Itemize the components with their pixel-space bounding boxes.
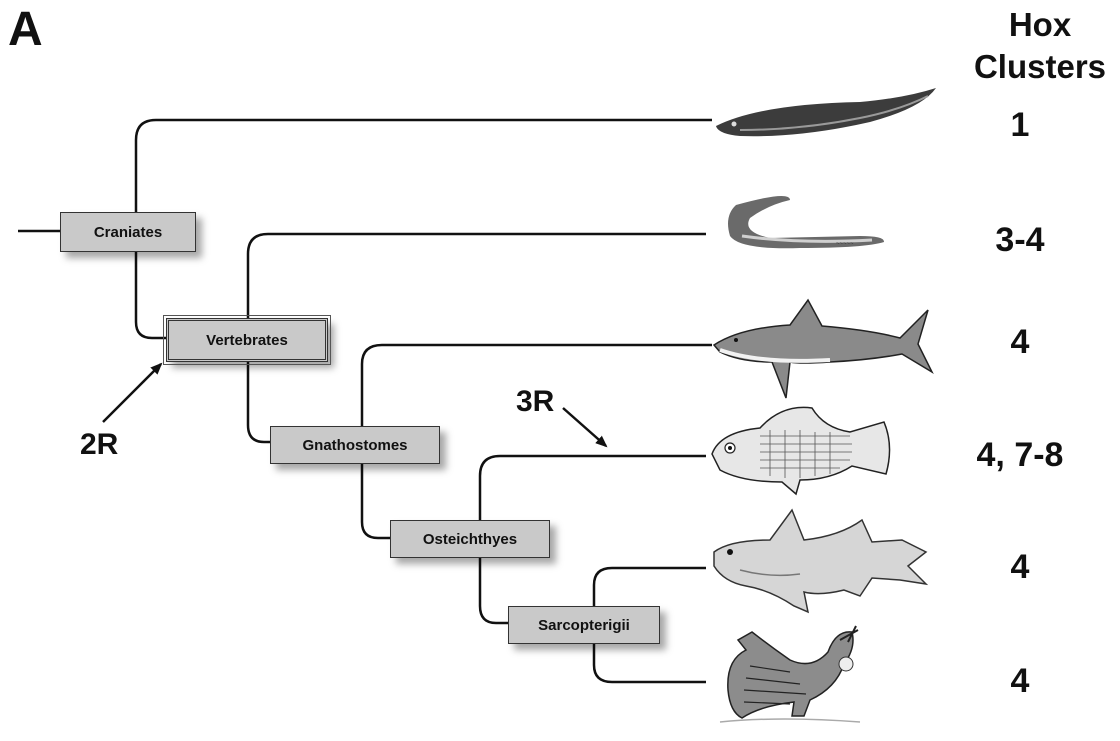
tree-branches — [18, 120, 712, 682]
branch-to-osteichthyes — [362, 462, 390, 538]
hox-count-teleost: 4, 7-8 — [940, 436, 1100, 475]
three-r-arrow — [563, 408, 606, 446]
hox-count-lamprey: 3-4 — [940, 221, 1100, 260]
hagfish-icon — [716, 88, 936, 136]
node-vertebrates: Vertebrates — [166, 318, 328, 362]
node-osteichthyes: Osteichthyes — [390, 520, 550, 558]
branch-lamprey — [248, 234, 706, 318]
teleost-fish-icon — [712, 407, 890, 494]
hox-count-shark: 4 — [940, 323, 1100, 362]
branch-to-gnathostomes — [248, 358, 270, 442]
node-craniates: Craniates — [60, 212, 196, 252]
hox-count-hagfish: 1 — [940, 106, 1100, 145]
hox-header-line1: Hox — [960, 4, 1120, 46]
branch-to-vertebrates — [136, 250, 166, 338]
three-r-label: 3R — [516, 385, 554, 419]
node-sarcopterigii: Sarcopterigii — [508, 606, 660, 644]
hox-count-bird: 4 — [940, 662, 1100, 701]
branch-teleost — [480, 456, 706, 522]
panel-label: A — [8, 2, 43, 57]
branch-to-sarcopterigii — [480, 556, 508, 623]
branch-hagfish — [136, 120, 712, 212]
svg-text:~~~~~: ~~~~~ — [836, 241, 854, 247]
two-r-label: 2R — [80, 428, 118, 462]
coelacanth-icon — [714, 510, 926, 612]
grouse-bird-icon — [720, 626, 860, 722]
shark-icon — [714, 300, 932, 398]
branch-bird — [594, 642, 706, 682]
node-gnathostomes: Gnathostomes — [270, 426, 440, 464]
lamprey-icon: ~~~~~ — [728, 196, 884, 248]
hox-clusters-header: Hox Clusters — [960, 4, 1120, 88]
hox-count-coelacanth: 4 — [940, 548, 1100, 587]
hox-header-line2: Clusters — [960, 46, 1120, 88]
two-r-arrow — [103, 364, 161, 422]
branch-coelacanth — [594, 568, 706, 608]
